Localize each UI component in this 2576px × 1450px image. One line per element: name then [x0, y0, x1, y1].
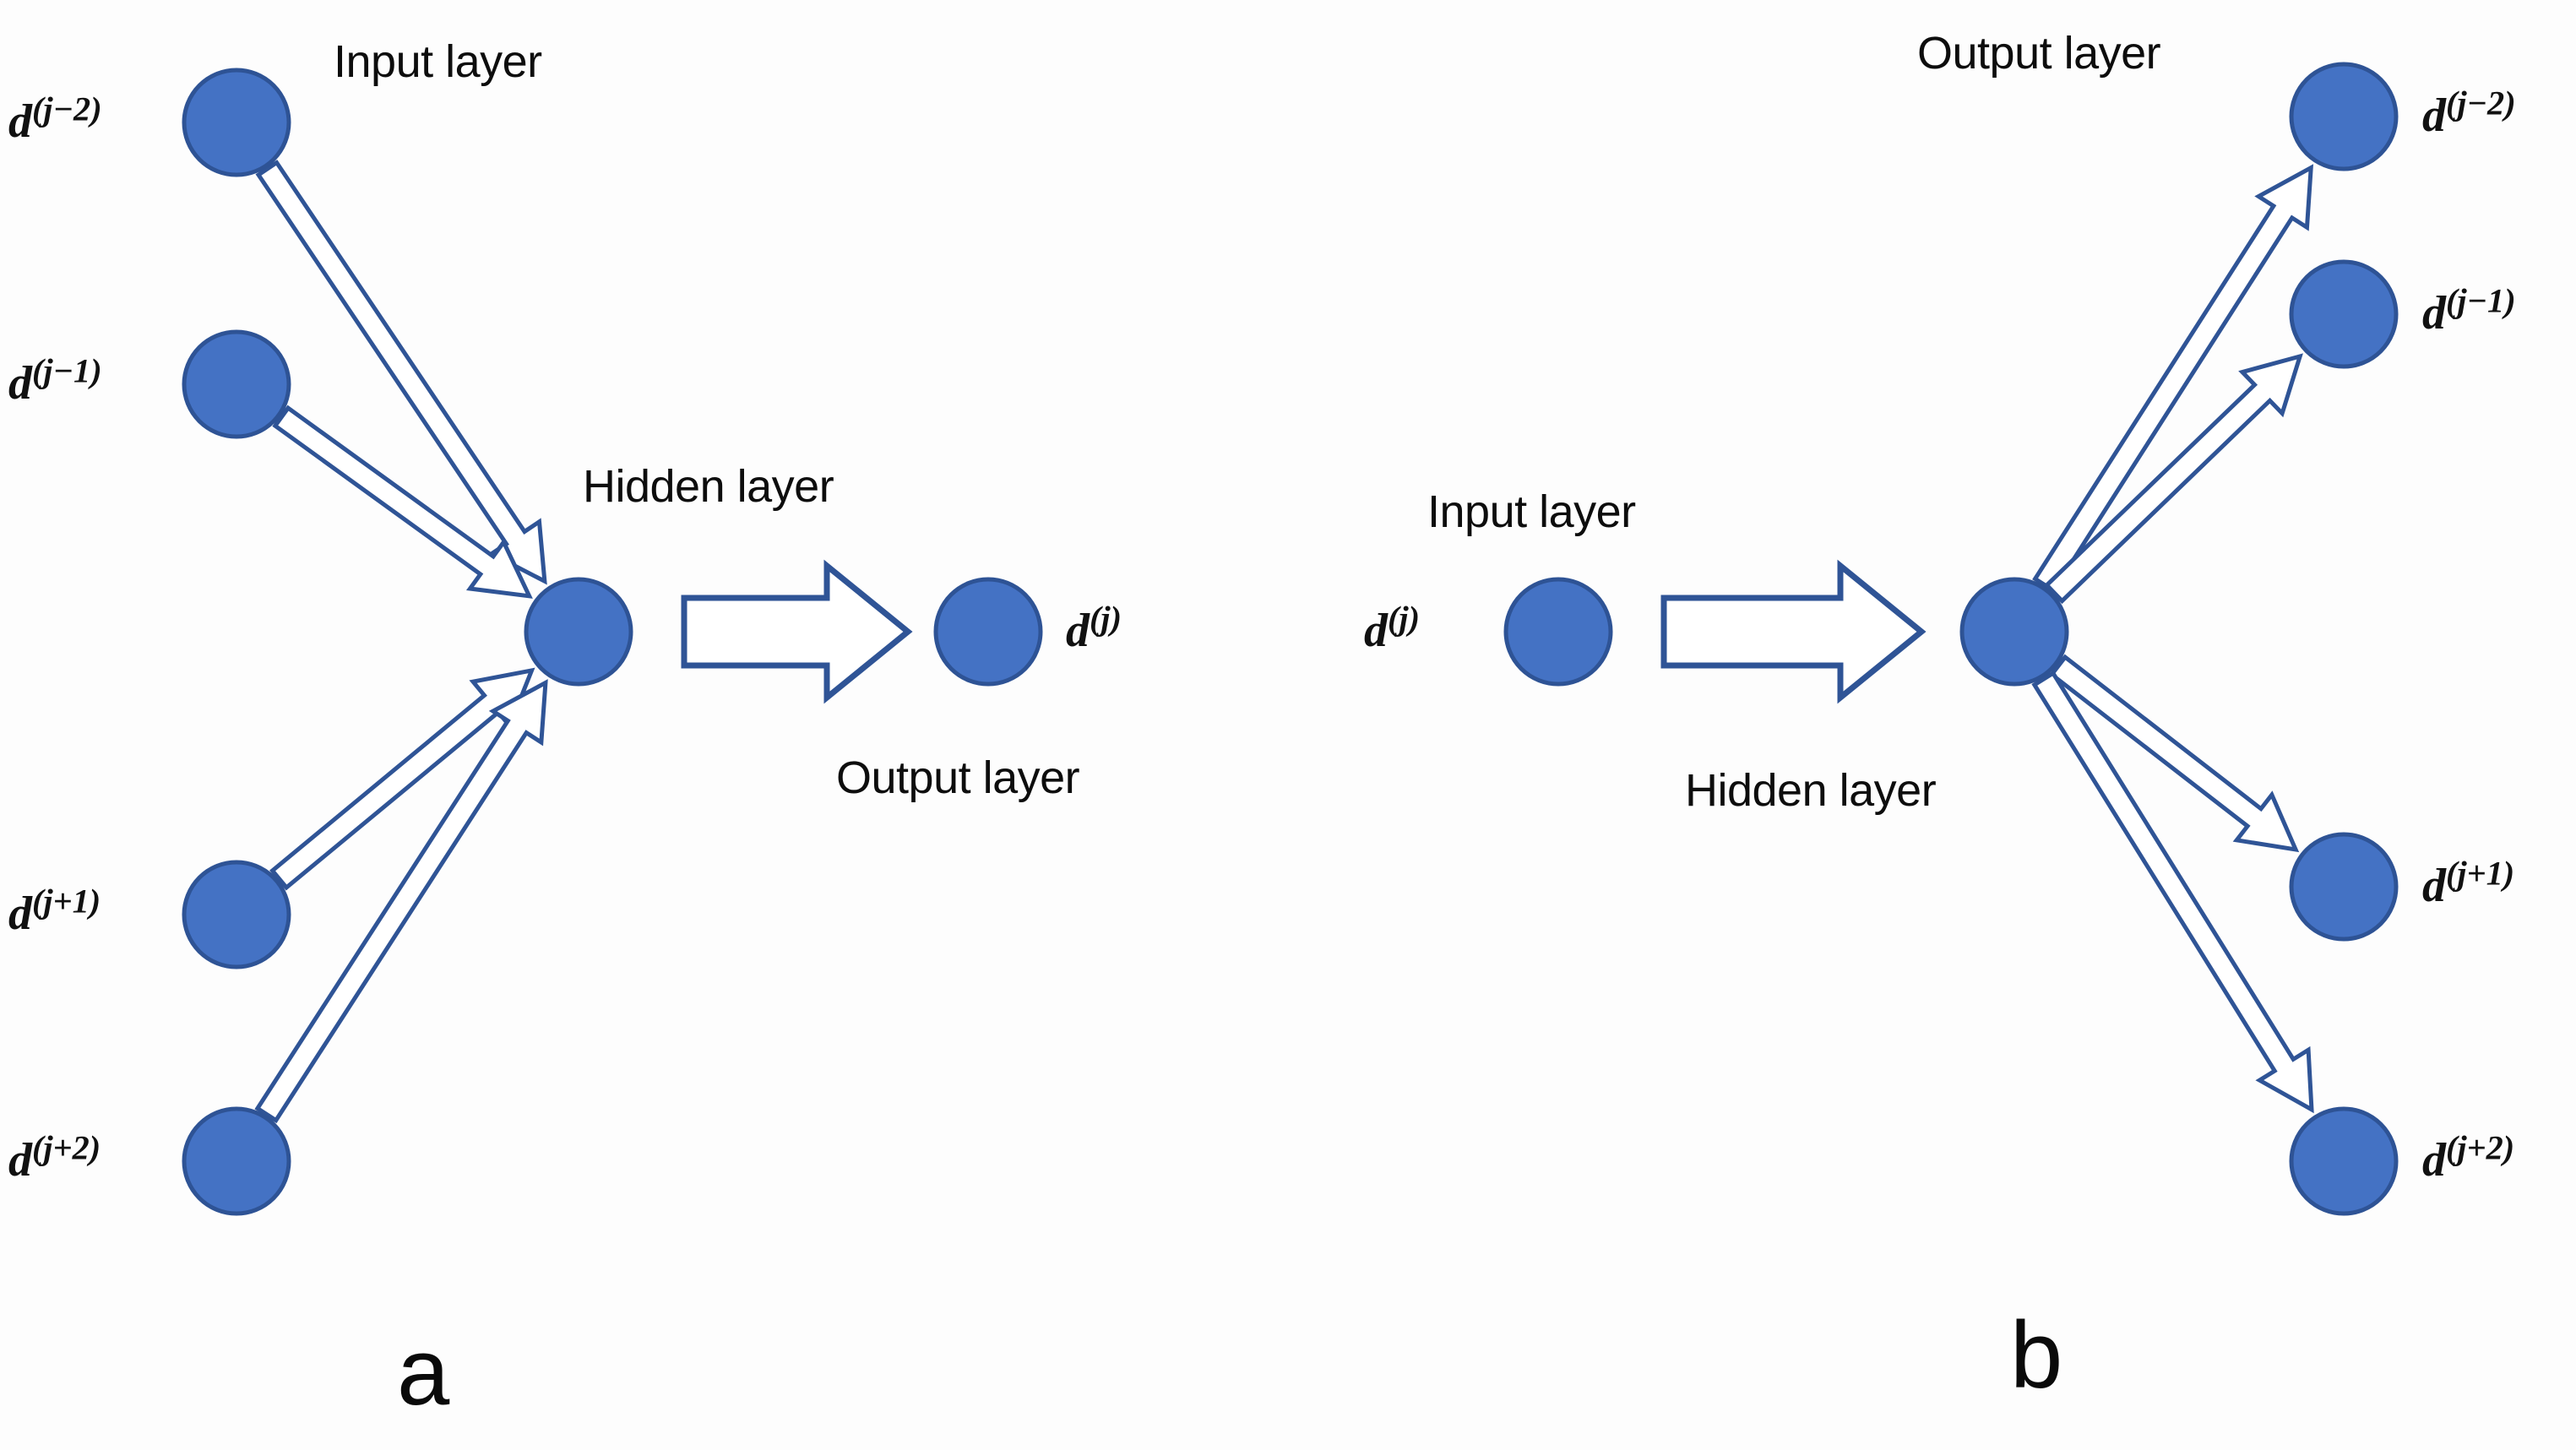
node-label-b-in-1: d(j) — [1364, 601, 1420, 658]
node-label-b-out-4: d(j+2) — [2422, 1131, 2514, 1187]
neuron-a-in-3[interactable] — [182, 860, 291, 969]
node-label-a-in-2: d(j−1) — [8, 354, 102, 410]
node-label-b-out-2: d(j−1) — [2422, 284, 2516, 340]
node-label-superscript-b-out-3: (j+1) — [2446, 854, 2515, 893]
node-label-base-b-in-1: d — [1364, 605, 1388, 657]
neuron-a-in-2[interactable] — [182, 329, 291, 439]
connection-arrow-b-1 — [2032, 164, 2314, 594]
node-label-superscript-b-out-1: (j−2) — [2446, 84, 2516, 122]
node-label-base-a-in-3: d — [8, 888, 32, 940]
neuron-b-in-1[interactable] — [1503, 577, 1613, 687]
node-label-a-in-1: d(j−2) — [8, 92, 102, 149]
panel-letter-a: a — [397, 1319, 450, 1425]
neuron-a-in-1[interactable] — [182, 68, 291, 177]
panel-a — [182, 68, 1043, 1216]
node-label-superscript-a-out-1: (j) — [1090, 599, 1122, 638]
block-arrow-a — [681, 559, 913, 704]
node-label-base-b-out-3: d — [2422, 860, 2446, 912]
layer-label-input-a: Input layer — [334, 36, 542, 87]
node-label-superscript-b-in-1: (j) — [1388, 599, 1421, 638]
neuron-a-in-4[interactable] — [182, 1106, 291, 1216]
node-label-superscript-a-in-3: (j+1) — [32, 882, 101, 921]
panel-b — [1503, 62, 2399, 1216]
layer-label-output-a: Output layer — [836, 752, 1080, 803]
neuron-b-out-2[interactable] — [2289, 259, 2399, 369]
node-label-b-out-1: d(j−2) — [2422, 86, 2516, 143]
node-label-base-a-in-1: d — [8, 95, 32, 148]
node-label-superscript-b-out-4: (j+2) — [2446, 1128, 2515, 1167]
neuron-a-out-1[interactable] — [933, 577, 1043, 687]
neuron-b-out-4[interactable] — [2289, 1106, 2399, 1216]
node-label-base-b-out-4: d — [2422, 1134, 2446, 1187]
node-label-a-in-4: d(j+2) — [8, 1131, 101, 1187]
block-arrow-b — [1660, 559, 1927, 704]
panel-letter-b: b — [2010, 1302, 2063, 1408]
node-label-base-b-out-1: d — [2422, 90, 2446, 142]
node-label-base-a-in-2: d — [8, 357, 32, 410]
layer-label-input-b: Input layer — [1427, 486, 1636, 537]
node-label-base-a-in-4: d — [8, 1134, 32, 1187]
node-label-b-out-3: d(j+1) — [2422, 856, 2514, 913]
connection-arrow-a-4 — [254, 679, 548, 1124]
connection-arrow-b-4 — [2031, 670, 2314, 1114]
node-label-superscript-b-out-2: (j−1) — [2446, 281, 2516, 320]
node-label-superscript-a-in-2: (j−1) — [32, 351, 102, 390]
layer-label-hidden-a: Hidden layer — [583, 461, 834, 512]
node-label-a-out-1: d(j) — [1066, 601, 1122, 658]
neuron-b-hidden[interactable] — [1959, 577, 2069, 687]
connection-arrow-b-2 — [2043, 353, 2303, 605]
connection-arrow-b-3 — [2048, 654, 2300, 853]
neuron-b-out-3[interactable] — [2289, 832, 2399, 942]
layer-label-output-b: Output layer — [1917, 28, 2161, 79]
layer-label-hidden-b: Hidden layer — [1685, 765, 1937, 816]
node-label-base-a-out-1: d — [1066, 605, 1090, 657]
node-label-superscript-a-in-4: (j+2) — [32, 1128, 101, 1167]
node-label-base-b-out-2: d — [2422, 287, 2446, 339]
neuron-b-out-1[interactable] — [2289, 62, 2399, 171]
node-label-a-in-3: d(j+1) — [8, 884, 101, 941]
neuron-a-hidden[interactable] — [524, 577, 633, 687]
node-label-superscript-a-in-1: (j−2) — [32, 90, 102, 128]
connection-arrow-a-2 — [272, 405, 533, 599]
